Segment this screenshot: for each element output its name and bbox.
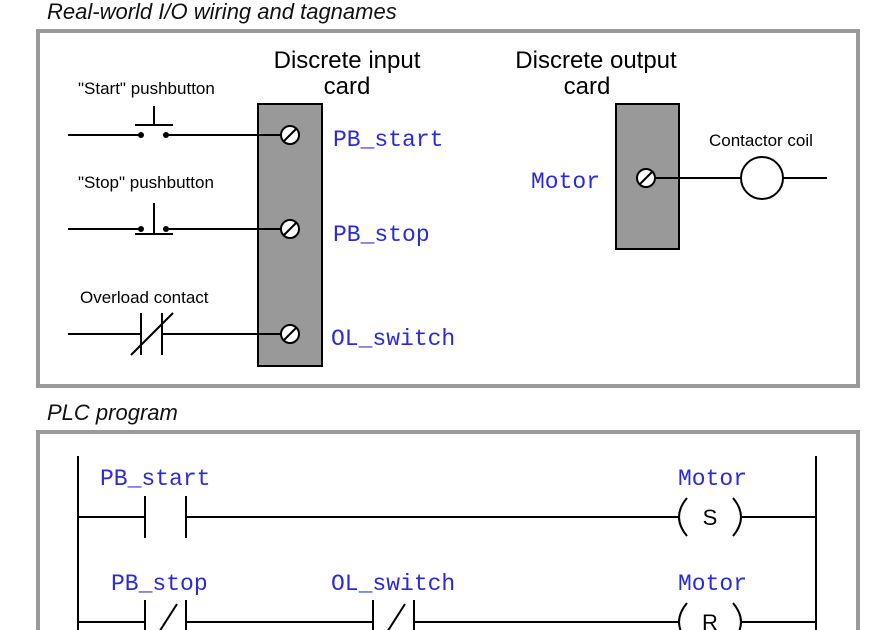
ol-switch-tag: OL_switch xyxy=(331,326,455,352)
output-card-title-line1: Discrete output xyxy=(515,47,677,74)
input-card-title-line1: Discrete input xyxy=(274,47,421,74)
pb-start-tag: PB_start xyxy=(333,127,443,153)
rung2-reset-coil xyxy=(678,602,816,630)
wiring-section-title: Real-world I/O wiring and tagnames xyxy=(47,0,397,24)
program-section-title: PLC program xyxy=(47,400,178,425)
overload-contact-symbol xyxy=(68,312,282,356)
stop-pushbutton-symbol xyxy=(68,203,282,235)
start-pushbutton-symbol xyxy=(68,106,282,138)
rung1-coil-letter: S xyxy=(703,505,718,530)
overload-contact-label: Overload contact xyxy=(80,288,209,307)
contactor-coil-label: Contactor coil xyxy=(709,131,813,150)
rung1-set-coil xyxy=(678,497,816,537)
start-pushbutton-label: "Start" pushbutton xyxy=(78,79,215,98)
rung2-contact2-tag: OL_switch xyxy=(331,571,455,597)
pb-stop-tag: PB_stop xyxy=(333,222,430,248)
rung1-coil-tag: Motor xyxy=(678,466,747,492)
rung1-contact-tag: PB_start xyxy=(100,466,210,492)
rung2-coil-tag: Motor xyxy=(678,571,747,597)
output-card-title-line2: card xyxy=(564,73,611,100)
rung2-coil-letter: R xyxy=(702,610,718,630)
program-frame xyxy=(36,430,860,630)
motor-output-tag: Motor xyxy=(531,169,600,195)
rung2-nc-contact-1 xyxy=(78,600,373,630)
rung2-contact1-tag: PB_stop xyxy=(111,571,208,597)
pb-start-terminal xyxy=(280,125,300,145)
contactor-coil-symbol xyxy=(655,156,827,200)
rung1-no-contact xyxy=(78,496,680,538)
input-card-title-line2: card xyxy=(324,73,371,100)
wiring-frame xyxy=(36,29,860,388)
rung2-nc-contact-2 xyxy=(372,600,680,630)
pb-stop-terminal xyxy=(280,219,300,239)
stop-pushbutton-label: "Stop" pushbutton xyxy=(78,173,214,192)
motor-output-terminal xyxy=(636,168,656,188)
ol-switch-terminal xyxy=(280,324,300,344)
